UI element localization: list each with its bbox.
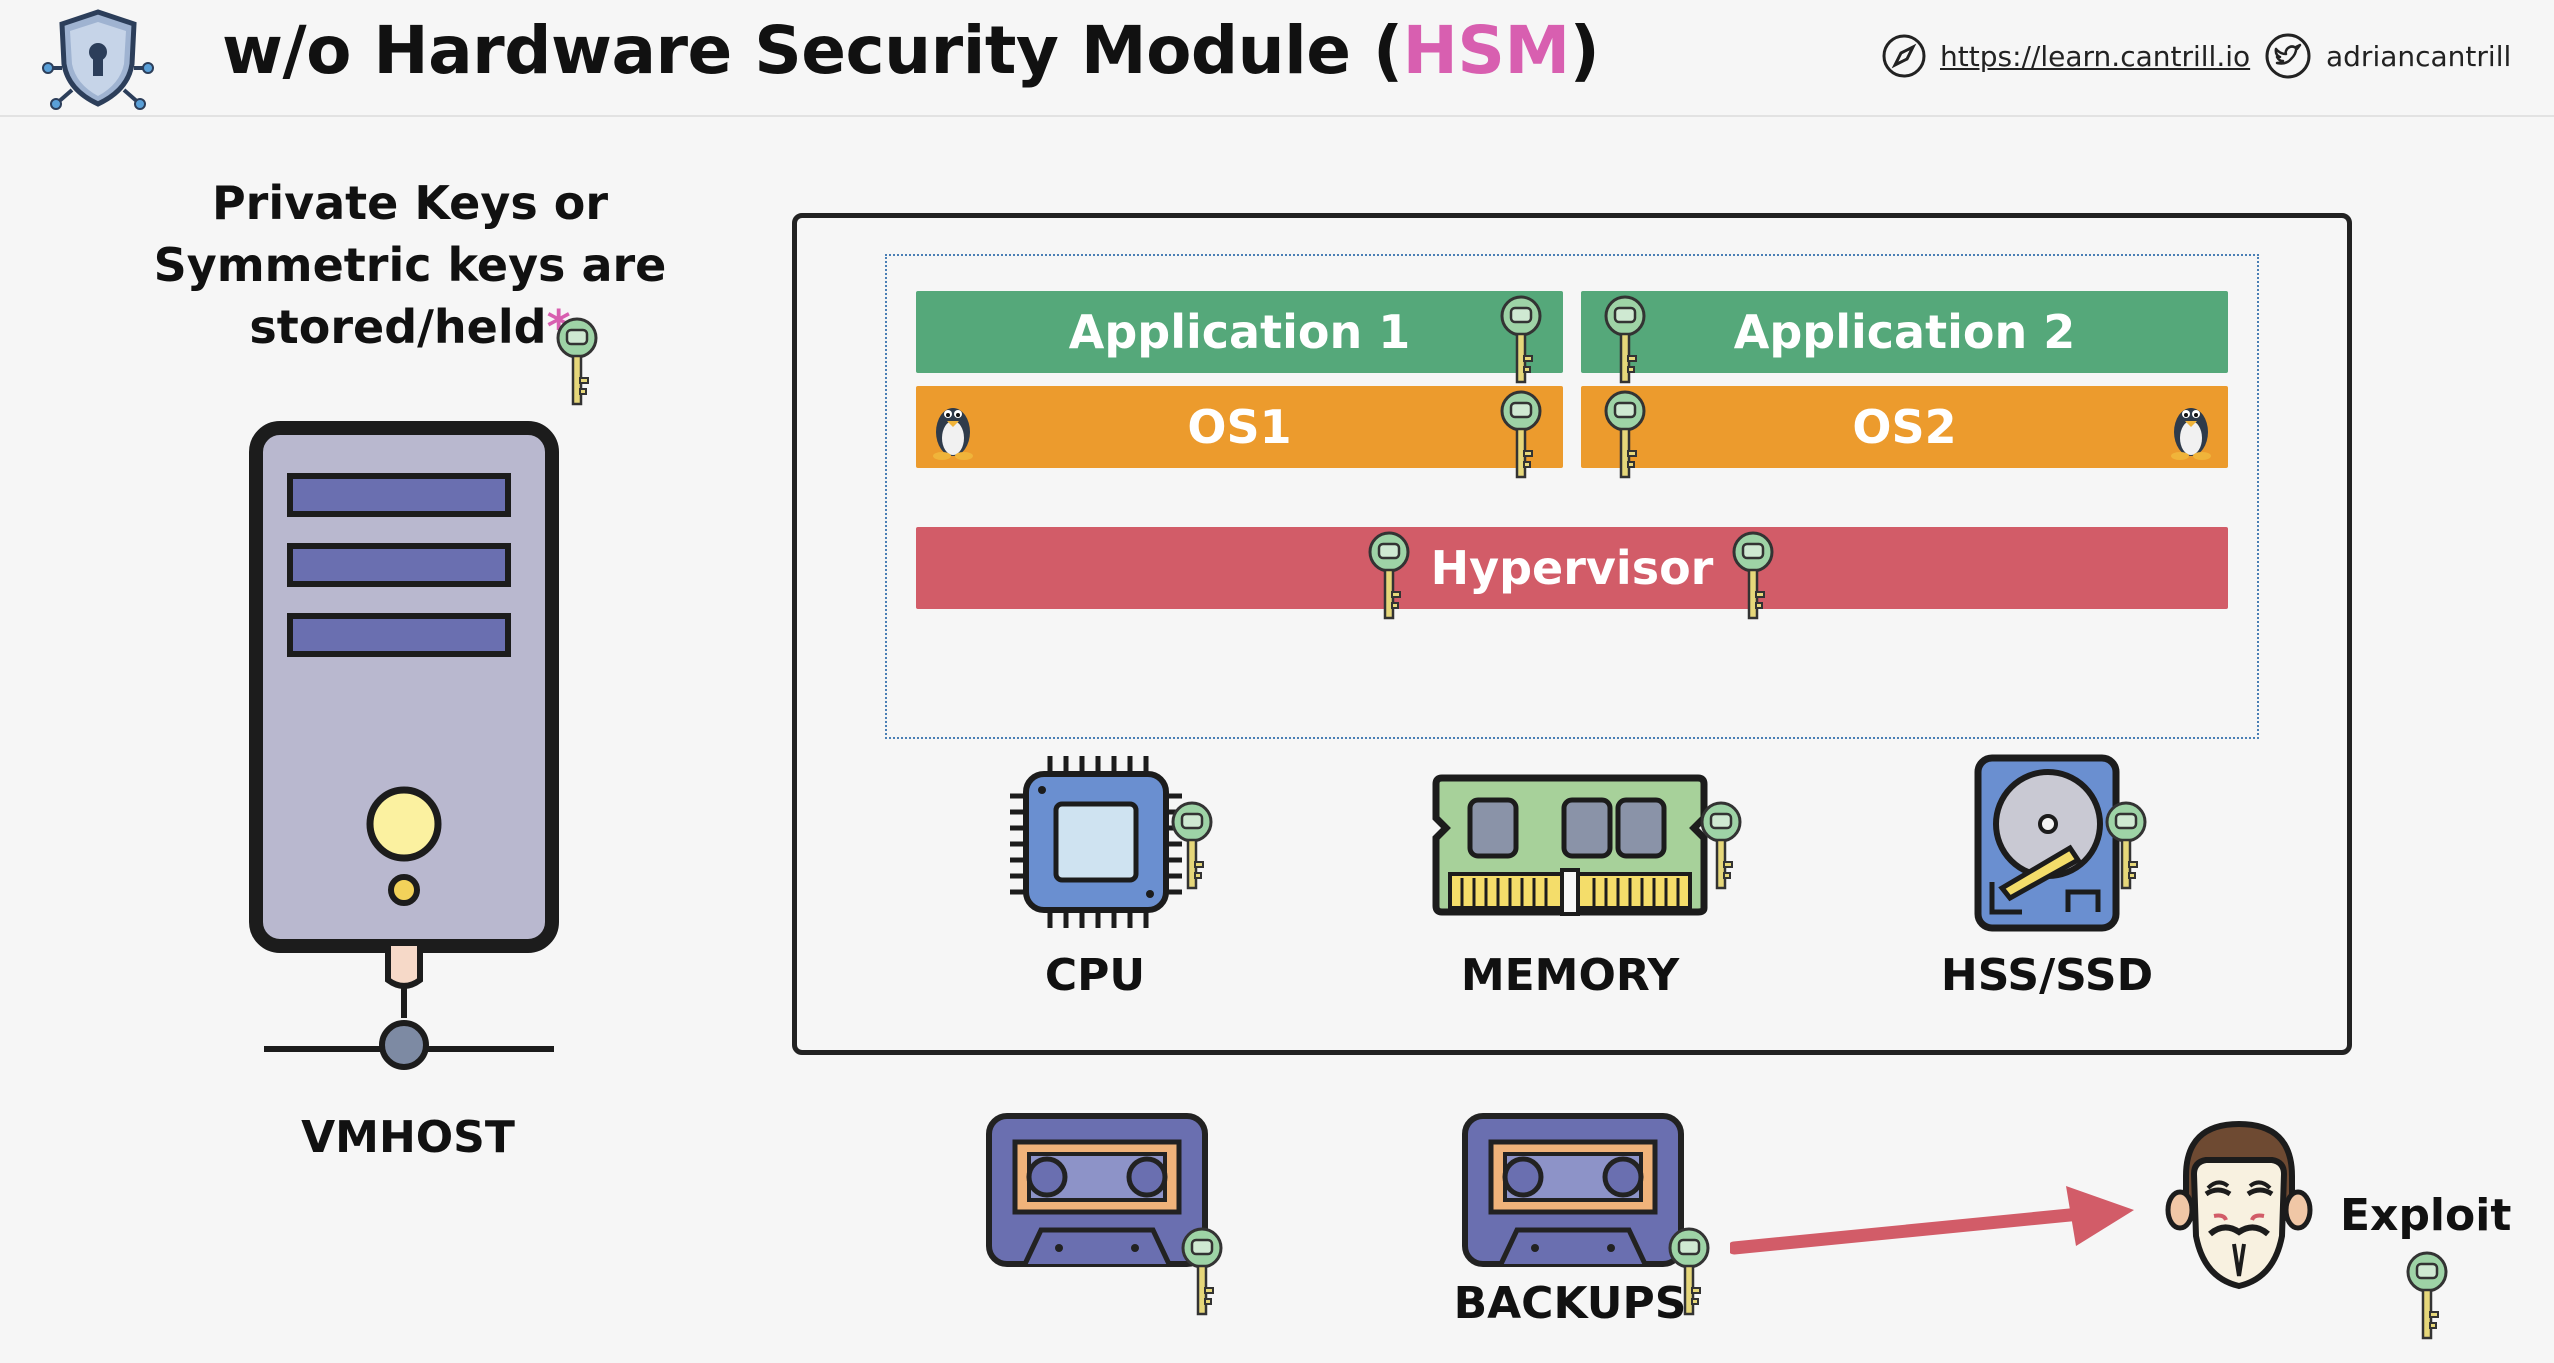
application-2-bar: Application 2 bbox=[1581, 291, 2228, 373]
key-icon bbox=[1499, 389, 1543, 481]
cassette-tape-icon bbox=[1461, 1112, 1685, 1268]
memory-module-icon bbox=[1432, 774, 1708, 916]
page-title: w/o Hardware Security Module (HSM) bbox=[222, 12, 1600, 89]
website-link[interactable]: https://learn.cantrill.io bbox=[1880, 26, 2250, 86]
twitter-handle: adriancantrill bbox=[2326, 39, 2512, 73]
cpu-label: CPU bbox=[1044, 950, 1146, 1001]
twitter-bird-icon bbox=[2265, 33, 2311, 79]
hard-disk-icon bbox=[1974, 754, 2120, 932]
key-icon bbox=[1367, 530, 1411, 622]
disk-label: HSS/SSD bbox=[1940, 950, 2154, 1001]
shield-lock-icon bbox=[42, 9, 154, 110]
key-icon bbox=[1170, 800, 1214, 892]
caption-line-2: Symmetric keys are bbox=[153, 238, 667, 292]
linux-penguin-icon bbox=[930, 398, 976, 460]
title-accent: HSM bbox=[1402, 12, 1570, 89]
key-icon bbox=[1499, 294, 1543, 386]
key-icon bbox=[1731, 530, 1775, 622]
memory-label: MEMORY bbox=[1460, 950, 1680, 1001]
cassette-tape-icon bbox=[985, 1112, 1209, 1268]
vmhost-label: VMHOST bbox=[301, 1112, 515, 1163]
linux-penguin-icon bbox=[2168, 398, 2214, 460]
anonymous-mask-icon bbox=[2165, 1120, 2313, 1290]
virtualization-boundary bbox=[885, 254, 2259, 739]
twitter-link[interactable]: adriancantrill bbox=[2264, 26, 2511, 86]
website-link-text[interactable]: https://learn.cantrill.io bbox=[1940, 39, 2251, 73]
exploit-arrow bbox=[1730, 1186, 2134, 1255]
key-icon bbox=[555, 316, 599, 408]
host-frame bbox=[792, 213, 2352, 1055]
key-icon bbox=[2405, 1250, 2449, 1342]
key-icon bbox=[2104, 800, 2148, 892]
caption-line-1: Private Keys or bbox=[211, 176, 609, 230]
exploit-label: Exploit bbox=[2340, 1190, 2512, 1241]
compass-icon bbox=[1882, 34, 1926, 78]
key-icon bbox=[1603, 294, 1647, 386]
application-1-bar: Application 1 bbox=[916, 291, 1563, 373]
os1-bar: OS1 bbox=[916, 386, 1563, 468]
key-icon bbox=[1603, 389, 1647, 481]
backups-label: BACKUPS bbox=[1453, 1278, 1687, 1329]
key-icon bbox=[1699, 800, 1743, 892]
header-bar: w/o Hardware Security Module (HSM) https… bbox=[0, 0, 2554, 117]
os2-bar: OS2 bbox=[1581, 386, 2228, 468]
key-icon bbox=[1180, 1226, 1224, 1318]
server-tower-icon bbox=[249, 421, 559, 1070]
cpu-chip-icon bbox=[1010, 756, 1182, 928]
hypervisor-bar: Hypervisor bbox=[916, 527, 2228, 609]
